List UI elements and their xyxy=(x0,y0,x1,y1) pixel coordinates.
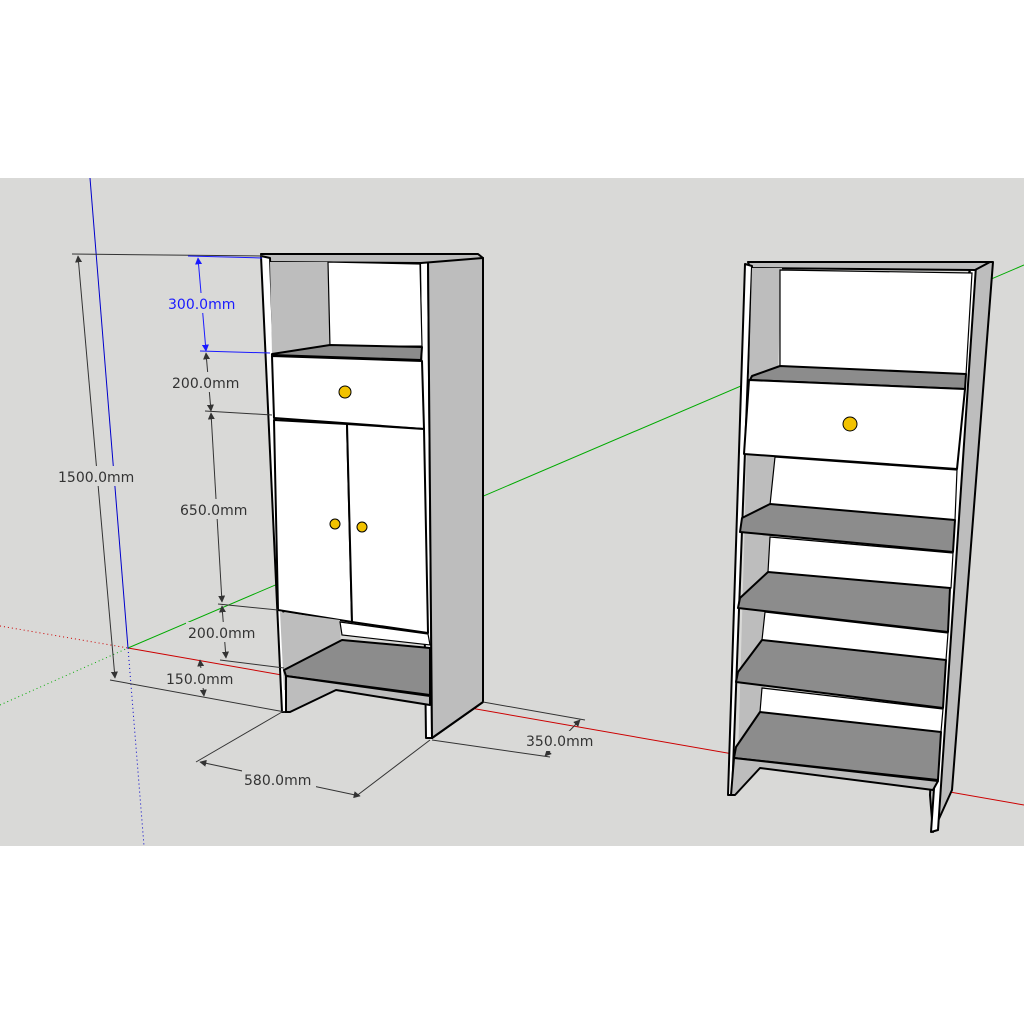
dim-depth-label[interactable]: 350.0mm xyxy=(526,734,593,750)
dim-bottom-opening-label[interactable]: 200.0mm xyxy=(188,626,255,642)
dim-total-height-label[interactable]: 1500.0mm xyxy=(58,470,134,486)
top-niche-back xyxy=(270,262,330,354)
dimension-annotations: 300.0mm 200.0mm 650.0mm 200.0mm 150.0mm … xyxy=(56,253,598,799)
shelf-2 xyxy=(737,571,951,633)
cabinet-left-side-shade xyxy=(427,257,484,739)
cabinet-right-top-board xyxy=(747,261,991,271)
cabinet-right-drawer-knob[interactable] xyxy=(842,416,858,432)
dim-doors-label[interactable]: 650.0mm xyxy=(180,503,247,519)
cabinet-right-top-opening xyxy=(779,269,973,376)
drawer-knob[interactable] xyxy=(338,385,352,399)
dim-width-label[interactable]: 580.0mm xyxy=(244,773,311,789)
open-shelf-cabinet[interactable] xyxy=(727,261,994,833)
cabinet-with-doors[interactable] xyxy=(260,253,484,739)
bottom-shelf xyxy=(283,639,431,696)
shelf-1 xyxy=(739,503,956,553)
cabinet-left-top-board xyxy=(260,253,484,264)
shelf-3 xyxy=(735,639,947,709)
dim-drawer-label[interactable]: 200.0mm xyxy=(172,376,239,392)
door-left[interactable] xyxy=(273,419,353,623)
dim-top-niche-label[interactable]: 300.0mm xyxy=(168,297,235,313)
bottom-opening-wall xyxy=(339,621,431,646)
door-right[interactable] xyxy=(346,423,429,634)
door-right-knob[interactable] xyxy=(356,521,368,533)
top-niche-opening xyxy=(327,261,423,348)
door-left-knob[interactable] xyxy=(329,518,341,530)
plinth xyxy=(285,675,431,713)
cabinet-right-plinth xyxy=(730,757,939,796)
dim-plinth-label[interactable]: 150.0mm xyxy=(166,672,233,688)
